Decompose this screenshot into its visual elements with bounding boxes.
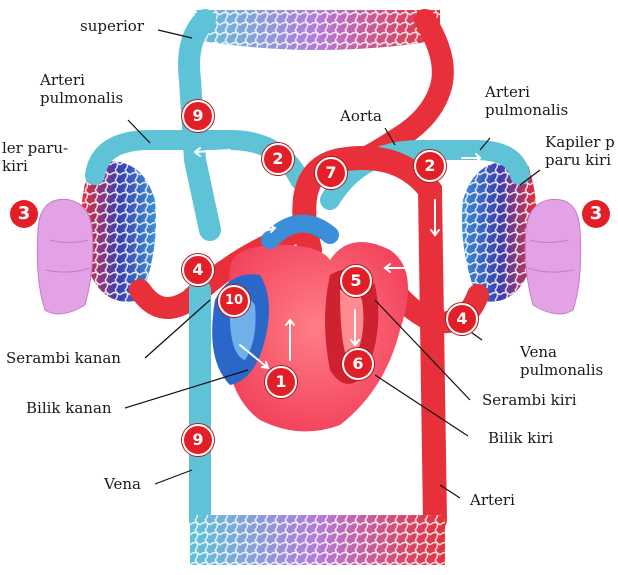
label-serambi-kiri: Serambi kiri [482, 392, 577, 409]
label-arteri-pulmonalis-left-1: Arteri [40, 72, 85, 89]
right-lung [525, 199, 580, 314]
marker-4-right: 4 [446, 303, 478, 335]
lower-body-capillaries [190, 515, 445, 565]
label-vena: Vena [104, 476, 141, 493]
marker-9-upper: 9 [182, 100, 214, 132]
label-arteri-pulmonalis-right-2: pulmonalis [485, 102, 568, 119]
marker-4-left: 4 [182, 254, 214, 286]
marker-2-right: 2 [414, 150, 446, 182]
label-vena-pulmonalis-2: pulmonalis [520, 362, 603, 379]
label-kapiler-left-1: ler paru- [2, 140, 68, 157]
marker-1: 1 [265, 366, 297, 398]
label-vena-pulmonalis-1: Vena [520, 344, 557, 361]
label-arteri-pulmonalis-left-2: pulmonalis [40, 90, 123, 107]
label-serambi-kanan: Serambi kanan [6, 350, 121, 367]
left-lung [37, 199, 92, 314]
label-arteri-pulmonalis-right-1: Arteri [485, 84, 530, 101]
heart [212, 224, 408, 432]
label-kapiler-right-2: paru kiri [545, 152, 611, 169]
label-aorta: Aorta [340, 108, 382, 125]
label-bilik-kiri: Bilik kiri [488, 430, 553, 447]
marker-9-lower: 9 [182, 424, 214, 456]
marker-5: 5 [340, 265, 372, 297]
marker-3-right: 3 [582, 200, 610, 228]
label-kapiler-left-2: kiri [2, 158, 28, 175]
marker-10: 10 [218, 285, 250, 317]
upper-body-capillaries [195, 10, 440, 50]
label-superior: superior [80, 18, 144, 35]
marker-2-left: 2 [262, 143, 294, 175]
marker-3-left: 3 [10, 200, 38, 228]
label-arteri: Arteri [470, 492, 515, 509]
marker-7: 7 [315, 157, 347, 189]
label-kapiler-right-1: Kapiler p [545, 134, 615, 151]
marker-6: 6 [342, 348, 374, 380]
label-bilik-kanan: Bilik kanan [26, 400, 112, 417]
